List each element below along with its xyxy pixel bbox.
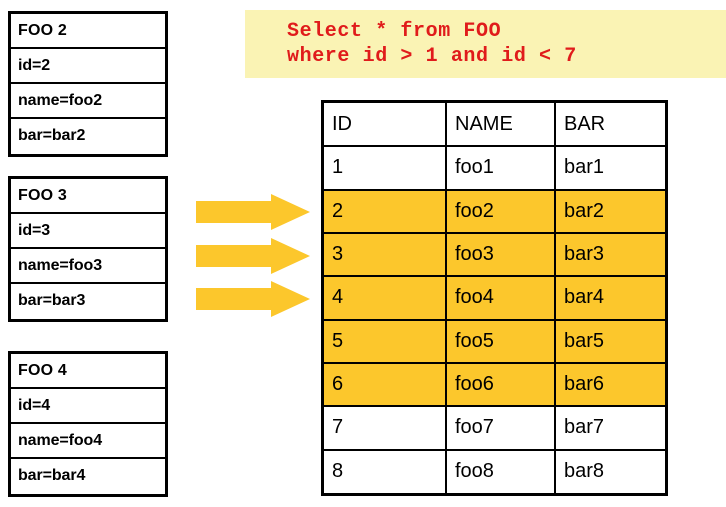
table-row: 3 foo3 bar3 <box>324 232 665 278</box>
cell-bar: bar1 <box>555 146 665 191</box>
cell-id: 8 <box>324 449 447 493</box>
cell-bar: bar2 <box>555 189 665 234</box>
cell-bar: bar6 <box>555 362 665 408</box>
table-row: 2 foo2 bar2 <box>324 189 665 234</box>
cell-name: foo2 <box>446 189 556 234</box>
sql-line-select: Select * from FOO <box>287 20 502 43</box>
sql-statement-panel: Select * from FOO where id > 1 and id < … <box>245 10 726 78</box>
entity-attribute-name: name=foo4 <box>11 424 165 459</box>
table-row: 4 foo4 bar4 <box>324 276 665 321</box>
entity-attribute-id: id=2 <box>11 49 165 84</box>
entity-attribute-name: name=foo2 <box>11 84 165 119</box>
cell-id: 2 <box>324 189 447 234</box>
cell-name: foo4 <box>446 276 556 321</box>
entity-box-foo3: FOO 3 id=3 name=foo3 bar=bar3 <box>8 176 168 322</box>
cell-name: foo7 <box>446 406 556 451</box>
column-header-bar: BAR <box>555 103 665 148</box>
entity-attribute-id: id=3 <box>11 214 165 249</box>
table-row: 8 foo8 bar8 <box>324 449 665 493</box>
column-header-id: ID <box>324 103 447 148</box>
column-header-name: NAME <box>446 103 556 148</box>
entity-title: FOO 2 <box>11 14 165 49</box>
table-row: 1 foo1 bar1 <box>324 146 665 191</box>
entity-box-foo2: FOO 2 id=2 name=foo2 bar=bar2 <box>8 11 168 157</box>
table-row: 5 foo5 bar5 <box>324 319 665 364</box>
sql-line-where: where id > 1 and id < 7 <box>287 45 577 68</box>
cell-id: 5 <box>324 319 447 364</box>
cell-id: 4 <box>324 276 447 321</box>
cell-name: foo6 <box>446 362 556 408</box>
entity-box-foo4: FOO 4 id=4 name=foo4 bar=bar4 <box>8 351 168 497</box>
right-arrow-icon <box>196 238 310 274</box>
cell-id: 7 <box>324 406 447 451</box>
cell-name: foo3 <box>446 232 556 278</box>
entity-attribute-bar: bar=bar2 <box>18 127 86 144</box>
cell-bar: bar7 <box>555 406 665 451</box>
cell-bar: bar5 <box>555 319 665 364</box>
entity-attribute-bar: bar=bar4 <box>18 467 86 484</box>
entity-attribute-id: id=4 <box>11 389 165 424</box>
entity-title: FOO 3 <box>11 179 165 214</box>
entity-title: FOO 4 <box>11 354 165 389</box>
cell-name: foo8 <box>446 449 556 493</box>
cell-id: 1 <box>324 146 447 191</box>
cell-bar: bar4 <box>555 276 665 321</box>
table-row: 6 foo6 bar6 <box>324 362 665 408</box>
entity-attribute-bar: bar=bar3 <box>18 292 86 309</box>
cell-name: foo5 <box>446 319 556 364</box>
cell-id: 3 <box>324 232 447 278</box>
cell-name: foo1 <box>446 146 556 191</box>
right-arrow-icon <box>196 194 310 230</box>
cell-bar: bar3 <box>555 232 665 278</box>
right-arrow-icon <box>196 281 310 317</box>
cell-bar: bar8 <box>564 460 605 483</box>
entity-attribute-name: name=foo3 <box>11 249 165 284</box>
result-table: ID NAME BAR 1 foo1 bar1 2 foo2 bar2 3 fo… <box>321 100 668 496</box>
table-header-row: ID NAME BAR <box>324 103 665 148</box>
cell-id: 6 <box>324 362 447 408</box>
table-row: 7 foo7 bar7 <box>324 406 665 451</box>
